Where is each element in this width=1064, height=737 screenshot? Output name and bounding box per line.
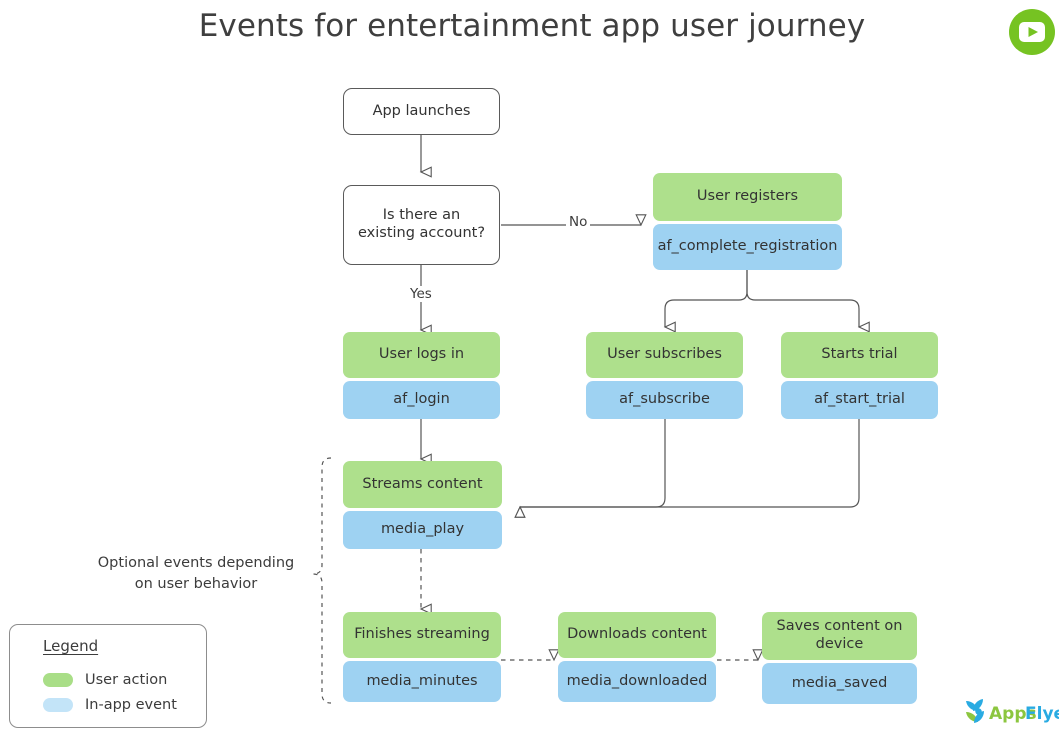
legend-title: Legend <box>43 637 99 655</box>
node-downloads-content-action: Downloads content <box>558 612 716 658</box>
node-user-logs-in[interactable]: User logs in af_login <box>343 332 500 419</box>
edge-label-no: No <box>566 214 591 230</box>
node-app-launches-label: App launches <box>343 88 500 135</box>
legend-item-in-app-event: In-app event <box>43 697 177 713</box>
node-user-subscribes-event: af_subscribe <box>586 381 743 419</box>
legend-swatch-user-action <box>43 673 73 687</box>
legend-swatch-in-app-event <box>43 698 73 712</box>
edge-trial-to-streams <box>514 419 860 518</box>
node-streams-content-action: Streams content <box>343 461 502 508</box>
appsflyer-logo-text-apps: Apps <box>989 704 1037 724</box>
node-user-subscribes-action: User subscribes <box>586 332 743 378</box>
node-user-logs-in-event: af_login <box>343 381 500 419</box>
edge-label-yes: Yes <box>407 286 435 302</box>
play-button-icon <box>1009 9 1055 55</box>
node-user-registers[interactable]: User registers af_complete_registration <box>653 173 842 270</box>
page-title: Events for entertainment app user journe… <box>198 8 866 44</box>
node-existing-account-label: Is there an existing account? <box>343 185 500 265</box>
appsflyer-logo: Apps Flyer <box>966 699 1059 724</box>
edge-register-split-left <box>663 270 748 333</box>
legend-item-user-action: User action <box>43 672 167 688</box>
node-starts-trial[interactable]: Starts trial af_start_trial <box>781 332 938 419</box>
node-user-subscribes[interactable]: User subscribes af_subscribe <box>586 332 743 419</box>
legend-label-in-app-event: In-app event <box>85 697 177 713</box>
edge-subscribe-to-streams <box>514 419 666 518</box>
node-user-registers-action: User registers <box>653 173 842 221</box>
node-saves-content[interactable]: Saves content on device media_saved <box>762 612 917 704</box>
node-downloads-content-event: media_downloaded <box>558 661 716 702</box>
node-streams-content-event: media_play <box>343 511 502 549</box>
appsflyer-logo-text-flyer: Flyer <box>1025 704 1059 724</box>
node-existing-account[interactable]: Is there an existing account? <box>343 185 500 265</box>
node-finishes-streaming[interactable]: Finishes streaming media_minutes <box>343 612 501 702</box>
node-finishes-streaming-event: media_minutes <box>343 661 501 702</box>
legend-label-user-action: User action <box>85 672 168 688</box>
node-starts-trial-action: Starts trial <box>781 332 938 378</box>
node-streams-content[interactable]: Streams content media_play <box>343 461 502 549</box>
node-starts-trial-event: af_start_trial <box>781 381 938 419</box>
optional-events-brace <box>312 457 332 704</box>
node-downloads-content[interactable]: Downloads content media_downloaded <box>558 612 716 702</box>
node-saves-content-action: Saves content on device <box>762 612 917 660</box>
optional-events-note: Optional events depending on user behavi… <box>97 555 295 593</box>
edge-register-split-right <box>746 270 870 333</box>
node-saves-content-event: media_saved <box>762 663 917 704</box>
node-user-logs-in-action: User logs in <box>343 332 500 378</box>
node-user-registers-event: af_complete_registration <box>653 224 842 270</box>
node-app-launches[interactable]: App launches <box>343 88 500 135</box>
legend: Legend User action In-app event <box>9 624 207 728</box>
appsflyer-logo-mark <box>966 699 984 723</box>
node-finishes-streaming-action: Finishes streaming <box>343 612 501 658</box>
